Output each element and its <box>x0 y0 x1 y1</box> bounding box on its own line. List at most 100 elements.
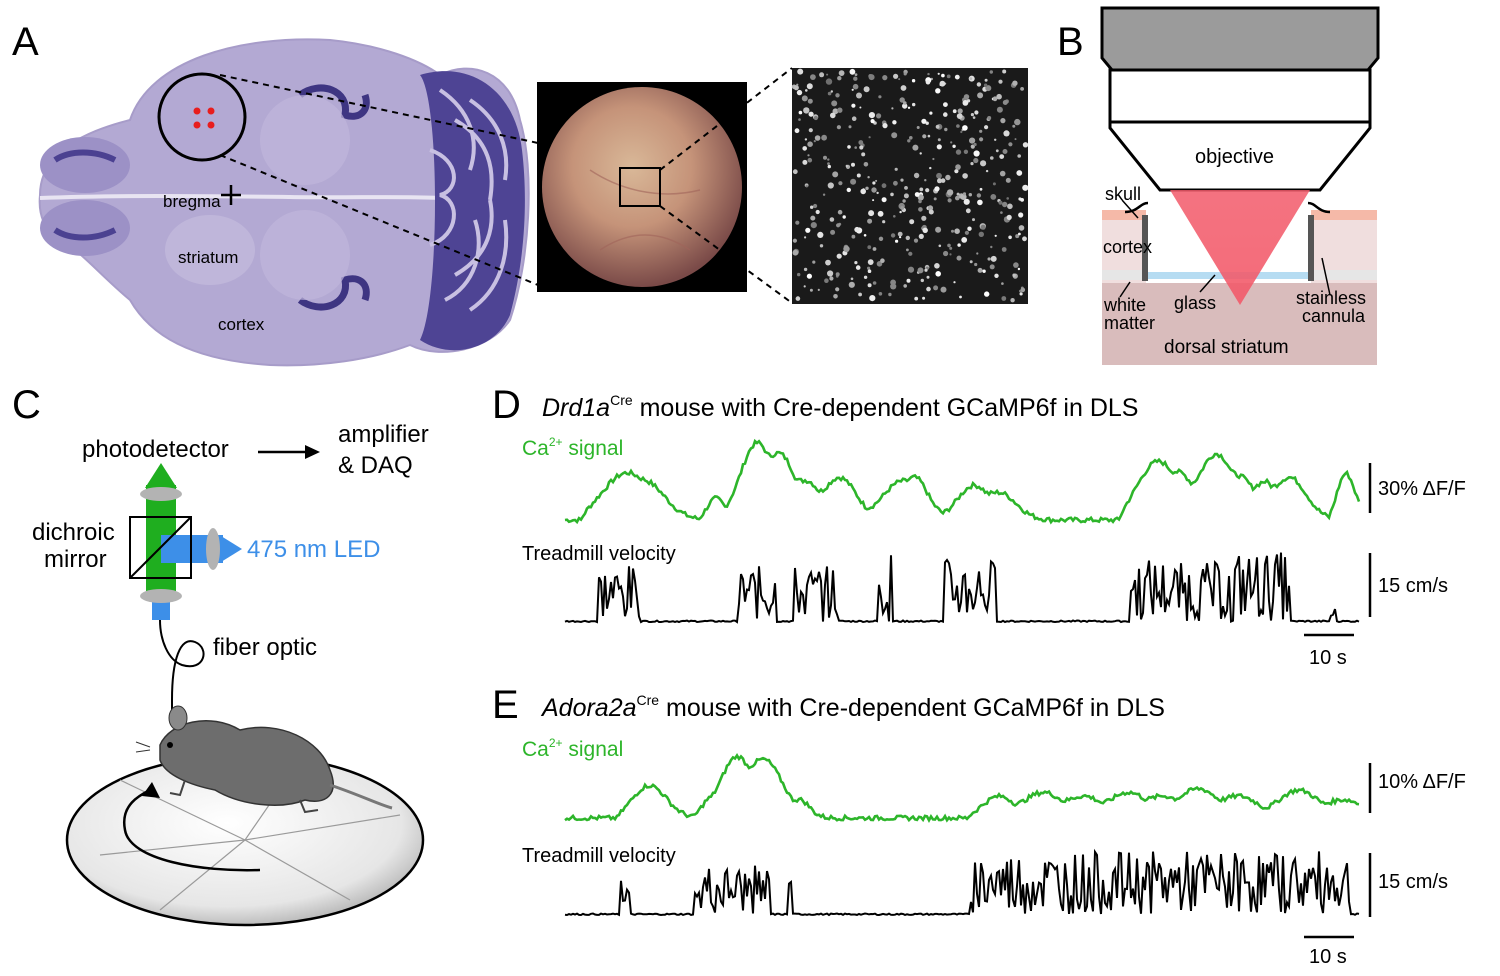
neuron-speck <box>888 292 892 297</box>
neuron-speck <box>902 199 906 203</box>
neuron-speck <box>912 144 919 151</box>
neuron-speck <box>909 136 913 140</box>
neuron-speck <box>878 236 884 241</box>
neuron-speck <box>1002 100 1008 105</box>
neuron-speck <box>808 111 814 117</box>
neuron-speck <box>934 263 940 269</box>
panel-e-title: Adora2aCre mouse with Cre-dependent GCaM… <box>540 692 1165 722</box>
neuron-speck <box>916 126 920 129</box>
dichroic-label: dichroic <box>32 519 115 546</box>
neuron-speck <box>890 233 896 238</box>
neuron-speck <box>907 266 915 273</box>
neuron-speck <box>1003 130 1010 137</box>
neuron-speck <box>911 79 916 83</box>
neuron-speck <box>954 228 960 234</box>
neuron-speck <box>906 248 909 252</box>
neuron-speck <box>962 192 967 196</box>
neuron-speck <box>973 150 980 157</box>
neuron-speck <box>900 178 904 182</box>
neuron-speck <box>829 276 834 281</box>
neuron-speck <box>954 169 959 174</box>
neuron-speck <box>998 79 1003 84</box>
neuron-speck <box>827 162 830 166</box>
panel-e-ca-rest: signal <box>563 738 624 761</box>
neuron-speck <box>804 138 808 141</box>
neuron-speck <box>836 223 841 228</box>
neuron-speck <box>952 144 956 148</box>
neuron-speck <box>964 230 970 235</box>
neuron-speck <box>990 156 994 160</box>
neuron-speck <box>962 100 969 106</box>
panel-e-velocity-label: Treadmill velocity <box>522 845 676 867</box>
neuron-speck <box>1010 298 1015 303</box>
neuron-speck <box>963 149 969 154</box>
neuron-speck <box>797 68 804 75</box>
neuron-speck <box>807 154 810 157</box>
neuron-image <box>791 68 1029 304</box>
neuron-speck <box>934 186 940 192</box>
neuron-speck <box>996 106 1003 113</box>
daq-label: & DAQ <box>338 452 413 479</box>
neuron-speck <box>940 178 946 183</box>
neuron-speck <box>894 167 898 171</box>
neuron-speck <box>990 245 993 249</box>
neuron-speck <box>807 141 813 147</box>
neuron-speck <box>810 205 814 209</box>
neuron-speck <box>846 187 851 193</box>
neuron-speck <box>982 269 986 273</box>
neuron-speck <box>881 197 887 203</box>
panel-e-ca-label: Ca2+ signal <box>522 736 623 761</box>
neuron-speck <box>878 95 882 99</box>
neuron-speck <box>946 189 954 196</box>
neuron-speck <box>794 128 800 134</box>
panel-d-velocity-trace <box>564 552 1360 624</box>
neuron-speck <box>947 243 951 248</box>
neuron-speck <box>856 173 861 178</box>
neuron-speck <box>802 146 807 151</box>
neuron-speck <box>955 149 962 155</box>
panel-d-velocity-label: Treadmill velocity <box>522 543 676 565</box>
skull-label: skull <box>1105 184 1141 204</box>
neuron-speck <box>918 233 924 239</box>
neuron-speck <box>863 275 868 279</box>
neuron-speck <box>810 215 816 221</box>
neuron-speck <box>970 144 975 149</box>
neuron-speck <box>826 73 829 76</box>
neuron-speck <box>953 281 956 284</box>
neuron-speck <box>924 179 927 182</box>
neuron-speck <box>842 215 846 219</box>
neuron-speck <box>895 239 899 243</box>
neuron-speck <box>984 78 988 82</box>
neuron-speck <box>1002 69 1007 74</box>
neuron-speck <box>822 193 826 196</box>
neuron-speck <box>956 113 963 119</box>
neuron-speck <box>987 116 992 120</box>
panel-d-sup: Cre <box>610 392 633 408</box>
neuron-speck <box>925 188 930 193</box>
neuron-speck <box>956 124 960 128</box>
neuron-speck <box>990 255 997 262</box>
neuron-speck <box>963 94 970 100</box>
neuron-speck <box>937 72 940 75</box>
neuron-speck <box>813 115 819 121</box>
neuron-speck <box>792 249 799 256</box>
neuron-speck <box>867 269 872 274</box>
neuron-speck <box>796 83 799 86</box>
neuron-speck <box>813 203 818 209</box>
neuron-speck <box>1020 87 1024 91</box>
objective-label: objective <box>1195 146 1274 168</box>
neuron-speck <box>973 142 977 147</box>
neuron-speck <box>882 220 886 224</box>
neuron-speck <box>836 253 842 259</box>
neuron-speck <box>872 181 876 185</box>
neuron-speck <box>881 183 887 189</box>
panel-e-ca-scale: 10% ΔF/F <box>1378 771 1466 793</box>
neuron-speck <box>835 272 840 277</box>
neuron-speck <box>961 237 968 243</box>
neuron-speck <box>867 176 870 179</box>
neuron-speck <box>960 130 963 134</box>
neuron-speck <box>970 162 974 166</box>
neuron-speck <box>851 88 854 91</box>
neuron-speck <box>821 134 827 141</box>
neuron-speck <box>912 102 916 107</box>
